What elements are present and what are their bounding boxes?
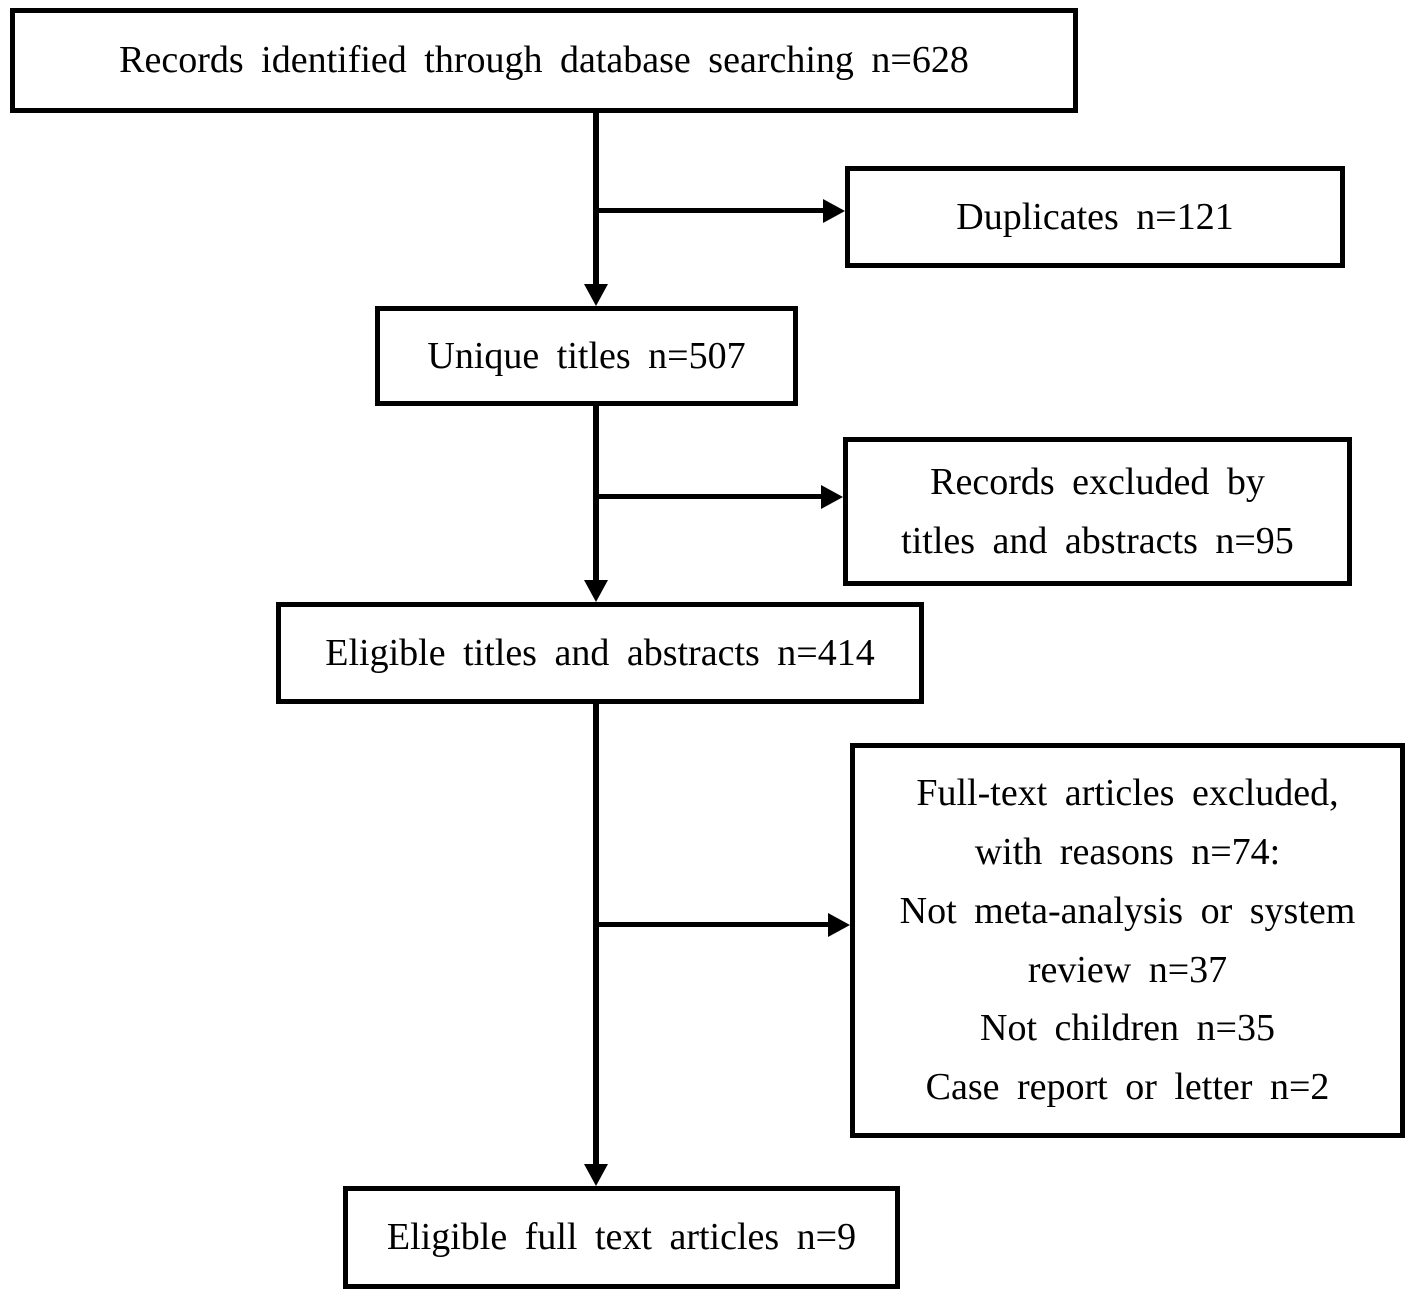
duplicates-box: Duplicates n=121 bbox=[845, 166, 1345, 268]
fulltext-excluded-line-2: with reasons n=74: bbox=[974, 830, 1281, 873]
records-excluded-line-1: Records excluded by bbox=[930, 460, 1265, 503]
unique-titles-label: Unique titles n=507 bbox=[427, 334, 746, 377]
right-arrowhead-duplicates bbox=[823, 199, 845, 223]
fulltext-excluded-line-4: review n=37 bbox=[1027, 948, 1228, 991]
fulltext-excluded-box: Full-text articles excluded, with reason… bbox=[850, 743, 1405, 1138]
eligible-fulltext-box: Eligible full text articles n=9 bbox=[343, 1186, 900, 1289]
connector-records-to-unique bbox=[593, 113, 599, 288]
unique-titles-box: Unique titles n=507 bbox=[375, 306, 798, 406]
connector-branch-records-excluded bbox=[593, 494, 821, 499]
connector-branch-fulltext-excluded bbox=[596, 922, 828, 927]
eligible-titles-box: Eligible titles and abstracts n=414 bbox=[276, 602, 924, 704]
records-identified-label: Records identified through database sear… bbox=[119, 39, 969, 82]
records-excluded-line-2: titles and abstracts n=95 bbox=[901, 519, 1294, 562]
fulltext-excluded-line-1: Full-text articles excluded, bbox=[916, 771, 1339, 814]
fulltext-excluded-line-5: Not children n=35 bbox=[980, 1007, 1275, 1050]
eligible-fulltext-label: Eligible full text articles n=9 bbox=[386, 1216, 857, 1259]
right-arrowhead-fulltext-excluded bbox=[828, 913, 850, 937]
fulltext-excluded-line-6: Case report or letter n=2 bbox=[925, 1066, 1330, 1109]
down-arrowhead-eligible-titles bbox=[584, 580, 608, 602]
fulltext-excluded-line-3: Not meta-analysis or system bbox=[899, 889, 1356, 932]
down-arrowhead-unique-titles bbox=[584, 284, 608, 306]
right-arrowhead-records-excluded bbox=[821, 485, 843, 509]
down-arrowhead-eligible-fulltext bbox=[584, 1164, 608, 1186]
duplicates-label: Duplicates n=121 bbox=[956, 195, 1234, 238]
records-excluded-box: Records excluded by titles and abstracts… bbox=[843, 437, 1352, 586]
eligible-titles-label: Eligible titles and abstracts n=414 bbox=[325, 631, 875, 674]
connector-eligible-to-final bbox=[593, 704, 599, 1166]
connector-branch-duplicates bbox=[593, 208, 824, 213]
records-identified-box: Records identified through database sear… bbox=[10, 8, 1078, 113]
